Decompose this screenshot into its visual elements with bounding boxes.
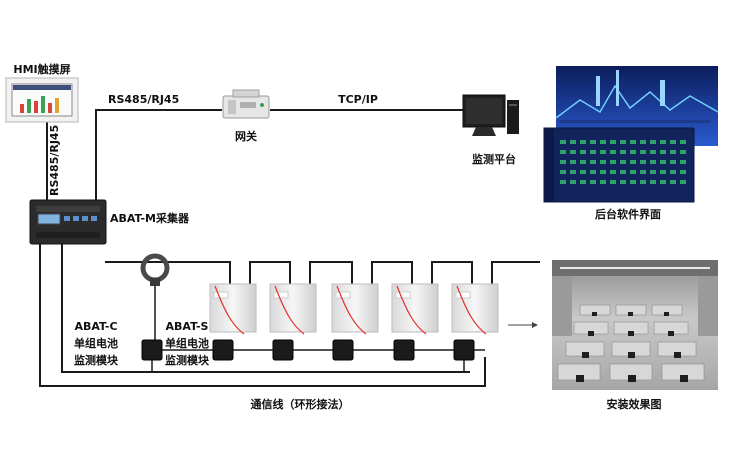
tcpip-label: TCP/IP [338,93,378,106]
hmi-touch-screen [5,77,79,123]
gateway-label: 网关 [235,129,257,143]
install-photo [552,260,718,390]
battery-cell [331,283,379,335]
arrow-icon [508,322,538,328]
svg-text:ABAT-C: ABAT-C [74,320,117,333]
abat-c-label: ABAT-C 单组电池 监测模块 [74,320,119,367]
svg-text:监测模块: 监测模块 [74,353,119,367]
svg-text:单组电池: 单组电池 [74,336,118,350]
battery-cell [391,283,439,335]
pc-monitor [462,94,519,136]
abat-c-module [141,339,163,361]
monitor-platform-label: 监测平台 [472,152,516,166]
abat-m-collector [29,199,107,245]
battery-string [105,253,540,372]
rs485-left-label: RS485/RJ45 [48,125,61,196]
abat-s-module [272,339,294,361]
battery-cell [451,283,499,335]
install-effect-label: 安装效果图 [607,397,662,411]
software-screenshot [543,66,719,203]
collector-label: ABAT-M采集器 [110,211,190,225]
connection-lines [39,109,486,387]
battery-cell [209,283,257,335]
abat-s-module [393,339,415,361]
current-sensor [140,253,170,340]
battery-cell [269,283,317,335]
abat-s-label: ABAT-S 单组电池 监测模块 [165,320,210,367]
hmi-label: HMI触摸屏 [13,62,70,76]
abat-s-module [212,339,234,361]
svg-text:监测模块: 监测模块 [165,353,210,367]
abat-s-module [453,339,475,361]
gateway-device [222,89,270,119]
comm-line-label: 通信线（环形接法） [251,397,350,411]
svg-text:单组电池: 单组电池 [165,336,209,350]
abat-s-module [332,339,354,361]
rs485-top-label: RS485/RJ45 [108,93,179,106]
software-ui-label: 后台软件界面 [595,207,661,221]
svg-text:ABAT-S: ABAT-S [166,320,209,333]
